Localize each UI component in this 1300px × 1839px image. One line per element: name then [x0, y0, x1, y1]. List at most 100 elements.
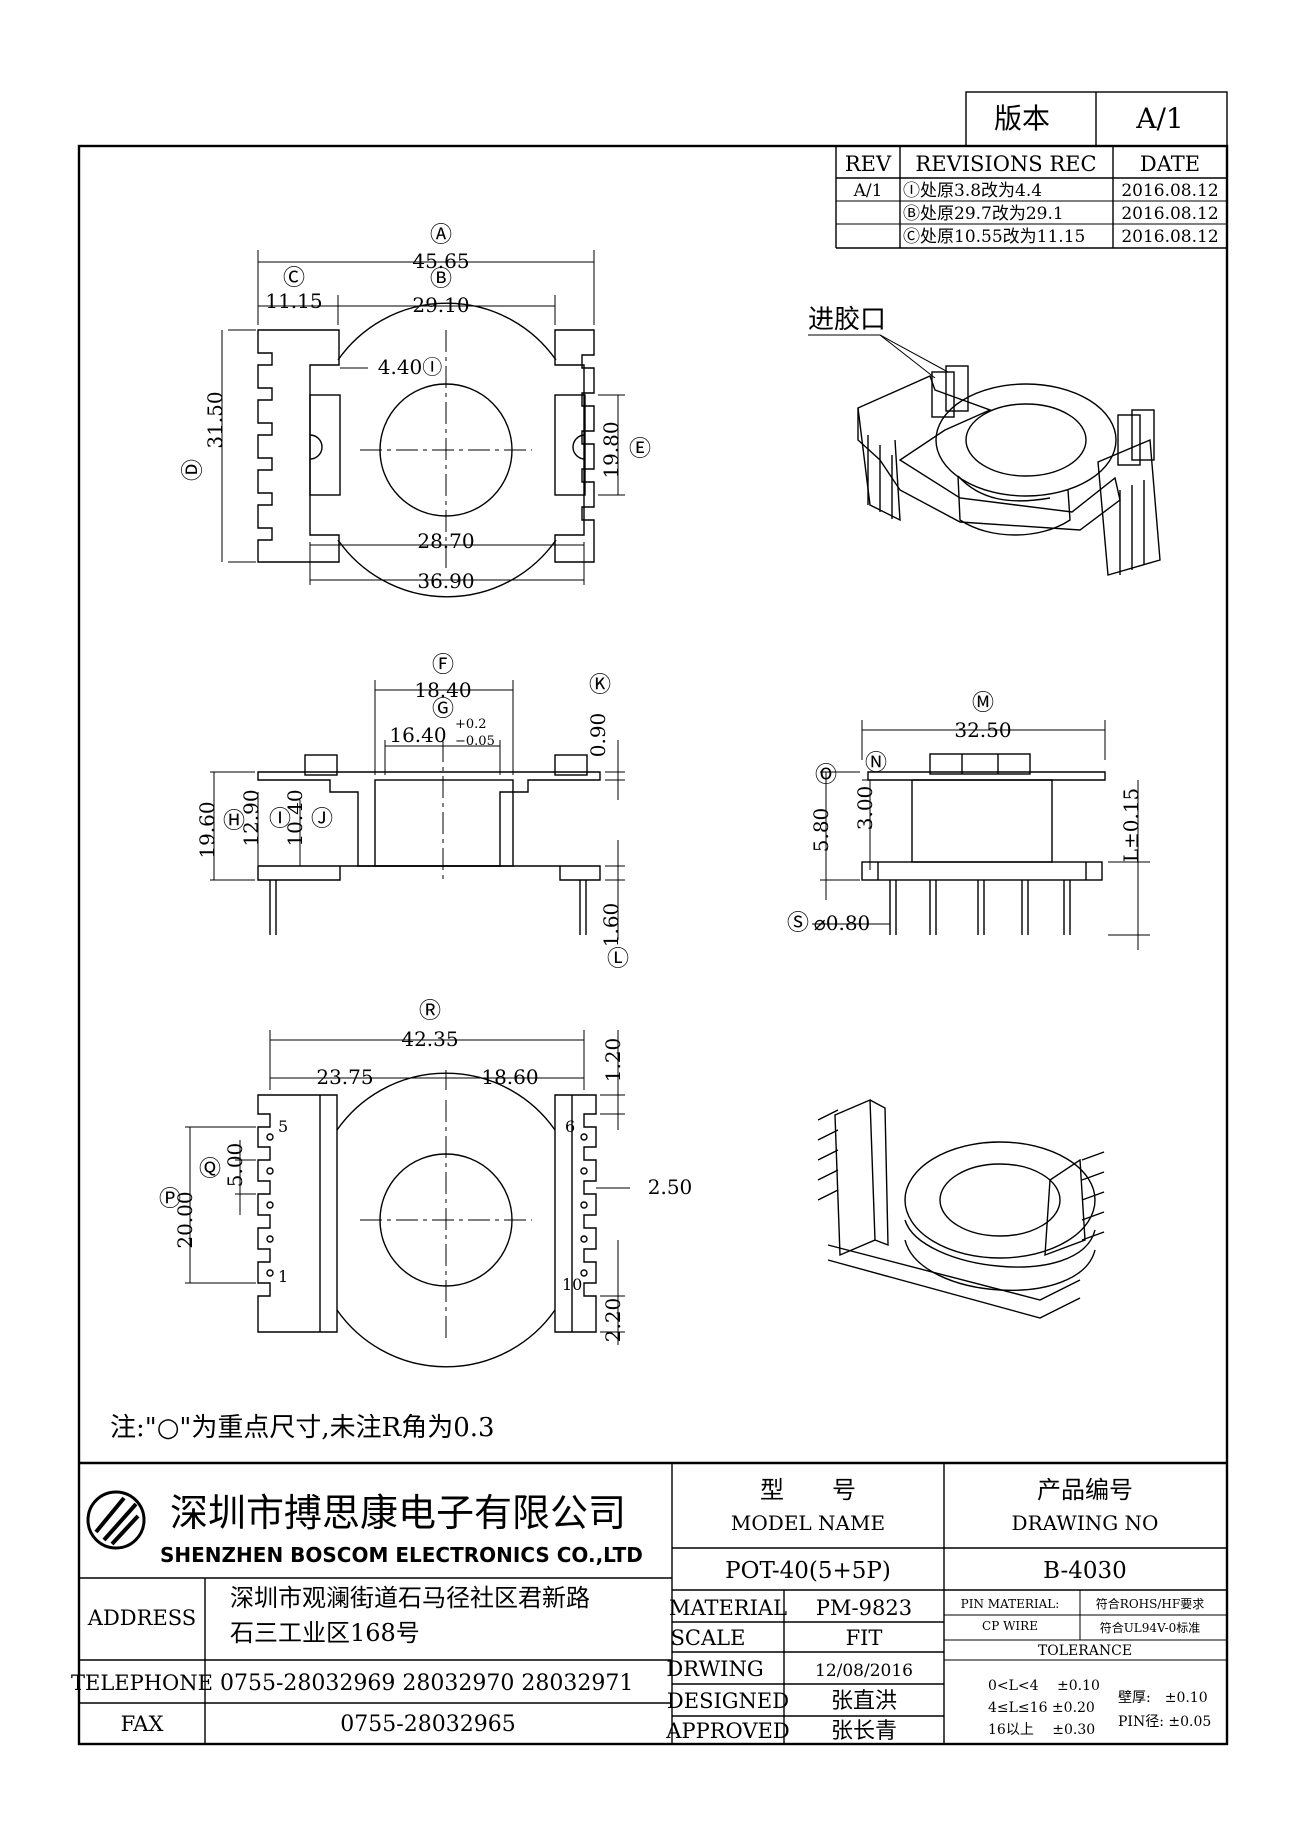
rev-row-date: 2016.08.12	[1121, 227, 1218, 247]
dim-l-tol: L±0.15	[1119, 788, 1143, 863]
dim-g-value: 16.40	[389, 723, 446, 747]
model-name-en: MODEL NAME	[731, 1511, 885, 1535]
dim-l-value: 1.60	[599, 903, 623, 948]
dim-l-marker: Ⓛ	[607, 947, 629, 972]
dim-f-value: 18.40	[414, 678, 471, 702]
gate-label: 进胶口	[808, 305, 886, 335]
dim-220: 2.20	[601, 1298, 625, 1343]
dim-e-value: 19.80	[599, 421, 623, 478]
version-value: A/1	[1135, 102, 1183, 135]
approved-value: 张长青	[831, 1719, 897, 1744]
dim-1860: 18.60	[481, 1065, 538, 1089]
dim-e-marker: Ⓔ	[629, 437, 651, 462]
dim-h-marker: Ⓗ	[223, 809, 245, 834]
tol-row: 16以上 ±0.30	[988, 1722, 1095, 1738]
dim-g-tol-dn: −0.05	[455, 734, 495, 749]
tol-row: 4≤L≤16 ±0.20	[988, 1700, 1095, 1716]
fax-value: 0755-28032965	[340, 1712, 515, 1737]
model-name-cn: 型 号	[760, 1476, 856, 1504]
top-view: Ⓐ 45.65 Ⓑ 29.10 Ⓒ 11.15 4.40Ⓘ Ⓓ 31.50 19…	[181, 223, 651, 598]
bottom-view: 5 1 6 10 Ⓡ 42.35 23.75 18.60 1.20 2.50 2…	[159, 999, 692, 1368]
version-label: 版本	[994, 102, 1050, 135]
model-value: POT-40(5+5P)	[725, 1558, 891, 1584]
tolerance-label: TOLERANCE	[1038, 1643, 1132, 1659]
dim-j-value: 10.40	[283, 789, 307, 846]
rev-header-rec: REVISIONS REC	[915, 152, 1096, 176]
drawing-no-value: B-4030	[1043, 1558, 1127, 1584]
dim-i-value: 4.40Ⓘ	[378, 355, 443, 379]
sheet-border	[77, 144, 1229, 1746]
iso-view-top: 进胶口	[808, 305, 1161, 576]
material-value: PM-9823	[816, 1596, 912, 1620]
scale-value: FIT	[846, 1626, 883, 1650]
designed-value: 张直洪	[831, 1689, 897, 1714]
address-line1: 深圳市观澜街道石马径社区君新路	[230, 1584, 590, 1612]
rev-row-rev: A/1	[853, 181, 883, 201]
dim-o-value: 5.80	[809, 808, 833, 853]
dim-120: 1.20	[601, 1038, 625, 1083]
drwing-label: DRWING	[666, 1657, 763, 1681]
dim-p-value: 20.00	[173, 1191, 197, 1248]
dim-s-value: ⌀0.80	[814, 911, 871, 935]
telephone-label: TELEPHONE	[71, 1671, 213, 1695]
dim-p-marker: Ⓟ	[159, 1187, 181, 1212]
pin-material-value: 符合ROHS/HF要求	[1096, 1596, 1204, 1611]
dim-s-marker: Ⓢ	[787, 911, 809, 936]
rev-header-rev: REV	[845, 152, 892, 176]
drawing-no-cn: 产品编号	[1037, 1476, 1133, 1504]
dim-r-marker: Ⓡ	[419, 999, 441, 1024]
dim-o-marker: Ⓞ	[815, 763, 837, 788]
pin-dia-tolerance: PIN径: ±0.05	[1118, 1714, 1211, 1730]
scale-label: SCALE	[671, 1626, 746, 1650]
cp-wire-value: 符合UL94V-0标准	[1100, 1620, 1201, 1635]
rev-row-date: 2016.08.12	[1121, 181, 1218, 201]
front-view: Ⓕ 18.40 Ⓖ 16.40 +0.2 −0.05 0.90 Ⓚ 1.60 Ⓛ…	[195, 653, 629, 972]
designed-label: DESIGNED	[667, 1689, 789, 1713]
address-line2: 石三工业区168号	[230, 1619, 420, 1647]
dim-k-marker: Ⓚ	[589, 673, 611, 698]
address-label: ADDRESS	[87, 1606, 196, 1630]
rev-header-date: DATE	[1140, 152, 1200, 176]
tol-row: 0<L<4 ±0.10	[988, 1678, 1100, 1694]
rev-row-text: Ⓘ处原3.8改为4.4	[903, 181, 1042, 201]
rev-row-text: Ⓑ处原29.7改为29.1	[903, 204, 1064, 224]
dim-r-value: 42.35	[401, 1027, 458, 1051]
drawing-note: 注:"○"为重点尺寸,未注R角为0.3	[110, 1413, 495, 1443]
dim-2375: 23.75	[316, 1065, 373, 1089]
version-box: 版本 A/1	[965, 91, 1228, 147]
pin-material-label: PIN MATERIAL:	[961, 1597, 1060, 1611]
dim-m-marker: Ⓜ	[972, 691, 994, 716]
material-label: MATERIAL	[669, 1596, 787, 1620]
dim-a-value: 45.65	[412, 249, 469, 273]
dim-i-marker: Ⓘ	[269, 807, 291, 832]
dim-300: 3.00	[853, 786, 877, 831]
side-pins	[889, 880, 1071, 935]
company-name-cn: 深圳市搏思康电子有限公司	[170, 1491, 626, 1535]
wall-tolerance: 壁厚: ±0.10	[1118, 1690, 1208, 1706]
dim-q-marker: Ⓠ	[199, 1157, 221, 1182]
title-block: 深圳市搏思康电子有限公司 SHENZHEN BOSCOM ELECTRONICS…	[71, 1461, 1227, 1744]
dim-k-value: 0.90	[586, 713, 610, 758]
dim-a-marker: Ⓐ	[430, 223, 452, 248]
dim-g-marker: Ⓖ	[432, 697, 454, 722]
dim-d-value: 31.50	[203, 391, 227, 448]
pin-label: 1	[278, 1267, 288, 1286]
dim-n-marker: Ⓝ	[865, 751, 887, 776]
revision-table: REV REVISIONS REC DATE A/1 Ⓘ处原3.8改为4.4 Ⓑ…	[835, 146, 1227, 249]
fax-label: FAX	[121, 1712, 164, 1736]
drwing-value: 12/08/2016	[815, 1661, 913, 1681]
company-name-en: SHENZHEN BOSCOM ELECTRONICS CO.,LTD	[160, 1543, 643, 1567]
side-view: Ⓜ 32.50 Ⓝ 5.80 Ⓞ 3.00 L±0.15 Ⓢ ⌀0.80	[787, 691, 1150, 950]
pin-holes	[266, 1133, 588, 1277]
iso-view-bottom	[817, 1098, 1105, 1319]
pin-label: 5	[278, 1117, 288, 1136]
rev-row-text: Ⓒ处原10.55改为11.15	[903, 227, 1085, 247]
dim-c-value: 11.15	[265, 289, 322, 313]
telephone-value: 0755-28032969 28032970 28032971	[220, 1671, 633, 1696]
dim-j-marker: Ⓙ	[311, 807, 333, 832]
rev-row-date: 2016.08.12	[1121, 204, 1218, 224]
dim-f-marker: Ⓕ	[432, 653, 454, 678]
cp-wire-label: CP WIRE	[982, 1619, 1038, 1633]
approved-label: APPROVED	[665, 1719, 789, 1743]
